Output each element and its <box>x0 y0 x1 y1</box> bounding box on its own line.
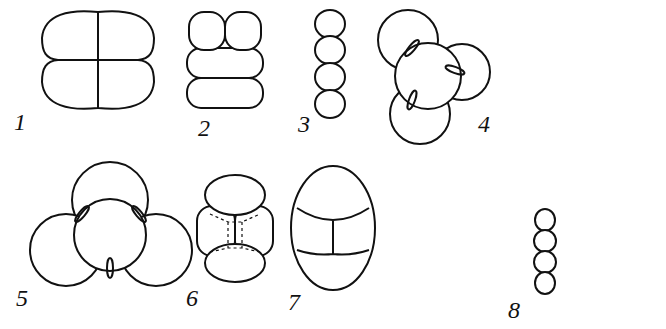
callout-number: 6 <box>186 286 198 310</box>
trefoil-cell-group <box>30 162 192 286</box>
compressed-cell-group <box>197 175 273 282</box>
four-cell-stage <box>42 11 154 109</box>
tetrahedral-cell-group <box>378 10 490 144</box>
cell-chain <box>315 10 345 118</box>
callout-number: 5 <box>16 286 28 310</box>
banded-cell-stage <box>187 12 263 108</box>
callout-number: 1 <box>14 110 26 134</box>
callout-number: 8 <box>508 298 520 322</box>
callout-number: 2 <box>198 116 210 140</box>
narrow-cell-chain <box>534 209 556 294</box>
callout-number: 3 <box>298 112 310 136</box>
callout-number: 7 <box>288 290 300 314</box>
callout-number: 4 <box>478 112 490 136</box>
rhomboid-cell-group <box>291 166 375 290</box>
